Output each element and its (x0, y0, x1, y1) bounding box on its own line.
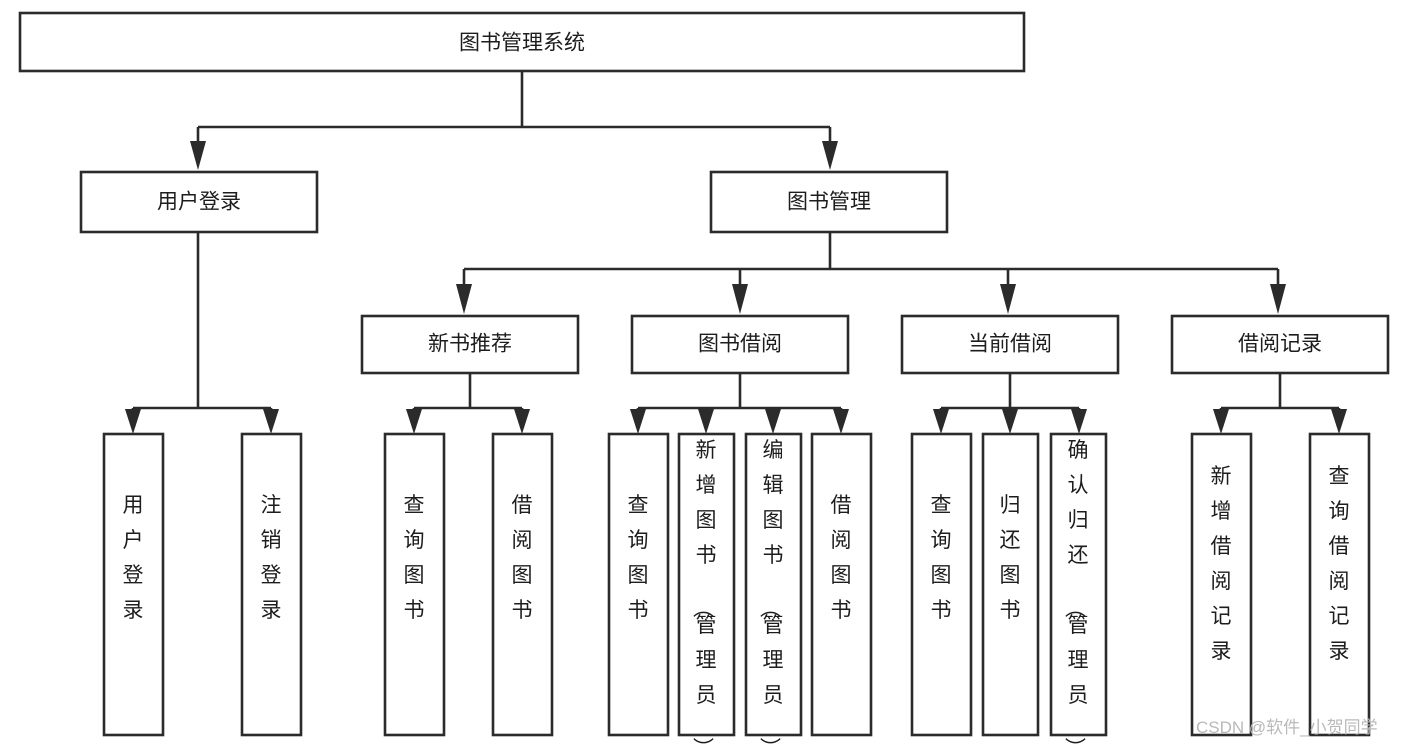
node-leaf-current-query-book[interactable]: 查询图书 (910, 432, 973, 737)
arrow-head-leaf-current-query-book (933, 409, 949, 434)
node-leaf-current-return-book-label: 归还图书 (1000, 494, 1021, 622)
arrow-head-new-book-rec (456, 284, 472, 314)
node-leaf-user-login-box[interactable] (102, 432, 165, 737)
node-leaf-record-add[interactable]: 新增借阅记录 (1190, 432, 1253, 737)
arrow-head-leaf-borrow-borrow-book (833, 409, 849, 434)
connector-group-current-borrow (933, 373, 1087, 434)
node-current-borrow-label: 当前借阅 (968, 333, 1052, 356)
node-leaf-borrow-add-book-label: 新增图书（管理员） (691, 439, 717, 747)
node-leaf-record-add-label: 新增借阅记录 (1211, 465, 1232, 663)
node-leaf-current-confirm-return-label: 确认归还（管理员） (1063, 439, 1089, 747)
arrow-head-leaf-borrow-add-book (698, 409, 714, 434)
node-user-login-label: 用户登录 (157, 191, 241, 214)
node-leaf-user-logout[interactable]: 注销登录 (240, 432, 303, 737)
node-leaf-borrow-edit-book[interactable]: 编辑图书（管理员） (744, 432, 803, 747)
node-current-borrow-box[interactable] (900, 314, 1120, 375)
node-leaf-current-return-book-box[interactable] (981, 432, 1040, 737)
node-leaf-borrow-borrow-book-box[interactable] (810, 432, 873, 737)
node-leaf-borrow-add-book-box[interactable] (677, 432, 736, 737)
node-leaf-current-return-book[interactable]: 归还图书 (981, 432, 1040, 737)
arrow-head-leaf-user-logout (263, 409, 279, 434)
node-leaf-record-query-label: 查询借阅记录 (1329, 465, 1350, 663)
node-book-manage-label: 图书管理 (787, 191, 871, 214)
node-book-manage-box[interactable] (709, 170, 949, 234)
node-new-book-rec[interactable]: 新书推荐 (360, 314, 580, 375)
node-leaf-borrow-query-book-label: 查询图书 (628, 494, 649, 622)
node-leaf-rec-borrow-book-box[interactable] (491, 432, 554, 737)
arrow-head-user-login (190, 141, 206, 170)
node-book-borrow-box[interactable] (630, 314, 850, 375)
node-user-login[interactable]: 用户登录 (79, 170, 319, 234)
node-leaf-borrow-borrow-book-label: 借阅图书 (831, 494, 852, 622)
node-borrow-record-label: 借阅记录 (1238, 333, 1322, 356)
arrow-head-leaf-borrow-query-book (630, 409, 646, 434)
node-root-label: 图书管理系统 (459, 32, 585, 55)
node-leaf-rec-query-book-box[interactable] (383, 432, 446, 737)
node-borrow-record-box[interactable] (1170, 314, 1390, 375)
node-leaf-user-logout-label: 注销登录 (261, 494, 282, 622)
node-leaf-user-logout-box[interactable] (240, 432, 303, 737)
csdn-watermark: CSDN @软件_小贺同学 (1196, 718, 1378, 737)
connector-group-book-manage (456, 232, 1286, 314)
node-leaf-borrow-borrow-book[interactable]: 借阅图书 (810, 432, 873, 737)
node-leaf-record-add-box[interactable] (1190, 432, 1253, 737)
node-leaf-current-query-book-box[interactable] (910, 432, 973, 737)
arrow-head-borrow-record (1270, 284, 1286, 314)
connector-group-root (190, 71, 838, 170)
node-leaf-record-query[interactable]: 查询借阅记录 (1308, 432, 1371, 737)
connector-group-new-book-rec (406, 373, 530, 434)
arrow-head-leaf-current-confirm-return (1071, 409, 1087, 434)
arrow-head-book-manage (822, 141, 838, 170)
node-leaf-current-confirm-return-box[interactable] (1049, 432, 1108, 737)
node-leaf-borrow-query-book[interactable]: 查询图书 (607, 432, 670, 737)
connector-group-user-login (125, 232, 279, 434)
node-leaf-borrow-add-book[interactable]: 新增图书（管理员） (677, 432, 736, 747)
node-book-manage[interactable]: 图书管理 (709, 170, 949, 234)
node-leaf-borrow-edit-book-label: 编辑图书（管理员） (758, 439, 784, 747)
node-leaf-current-confirm-return[interactable]: 确认归还（管理员） (1049, 432, 1108, 747)
node-book-borrow[interactable]: 图书借阅 (630, 314, 850, 375)
arrow-head-leaf-user-login (125, 409, 141, 434)
connector-group-book-borrow (630, 373, 849, 434)
node-leaf-rec-query-book[interactable]: 查询图书 (383, 432, 446, 737)
node-leaf-rec-borrow-book[interactable]: 借阅图书 (491, 432, 554, 737)
arrow-head-leaf-record-query (1331, 409, 1347, 434)
arrow-head-leaf-rec-query-book (406, 409, 422, 434)
node-user-login-box[interactable] (79, 170, 319, 234)
node-new-book-rec-box[interactable] (360, 314, 580, 375)
node-borrow-record[interactable]: 借阅记录 (1170, 314, 1390, 375)
node-leaf-record-query-box[interactable] (1308, 432, 1371, 737)
arrow-head-leaf-record-add (1213, 409, 1229, 434)
arrow-head-book-borrow (732, 284, 748, 314)
node-root-box[interactable] (18, 11, 1026, 73)
arrow-head-leaf-borrow-edit-book (765, 409, 781, 434)
arrow-head-current-borrow (1000, 284, 1016, 314)
node-leaf-rec-borrow-book-label: 借阅图书 (512, 494, 533, 622)
node-root[interactable]: 图书管理系统 (18, 11, 1026, 73)
arrow-head-leaf-current-return-book (1002, 409, 1018, 434)
node-leaf-rec-query-book-label: 查询图书 (404, 494, 425, 622)
node-new-book-rec-label: 新书推荐 (428, 333, 512, 356)
connector-group-borrow-record (1213, 373, 1347, 434)
node-book-borrow-label: 图书借阅 (698, 333, 782, 356)
node-leaf-borrow-query-book-box[interactable] (607, 432, 670, 737)
node-leaf-user-login[interactable]: 用户登录 (102, 432, 165, 737)
node-leaf-borrow-edit-book-box[interactable] (744, 432, 803, 737)
node-leaf-user-login-label: 用户登录 (123, 494, 144, 622)
node-current-borrow[interactable]: 当前借阅 (900, 314, 1120, 375)
node-leaf-current-query-book-label: 查询图书 (931, 494, 952, 622)
arrow-head-leaf-rec-borrow-book (514, 409, 530, 434)
